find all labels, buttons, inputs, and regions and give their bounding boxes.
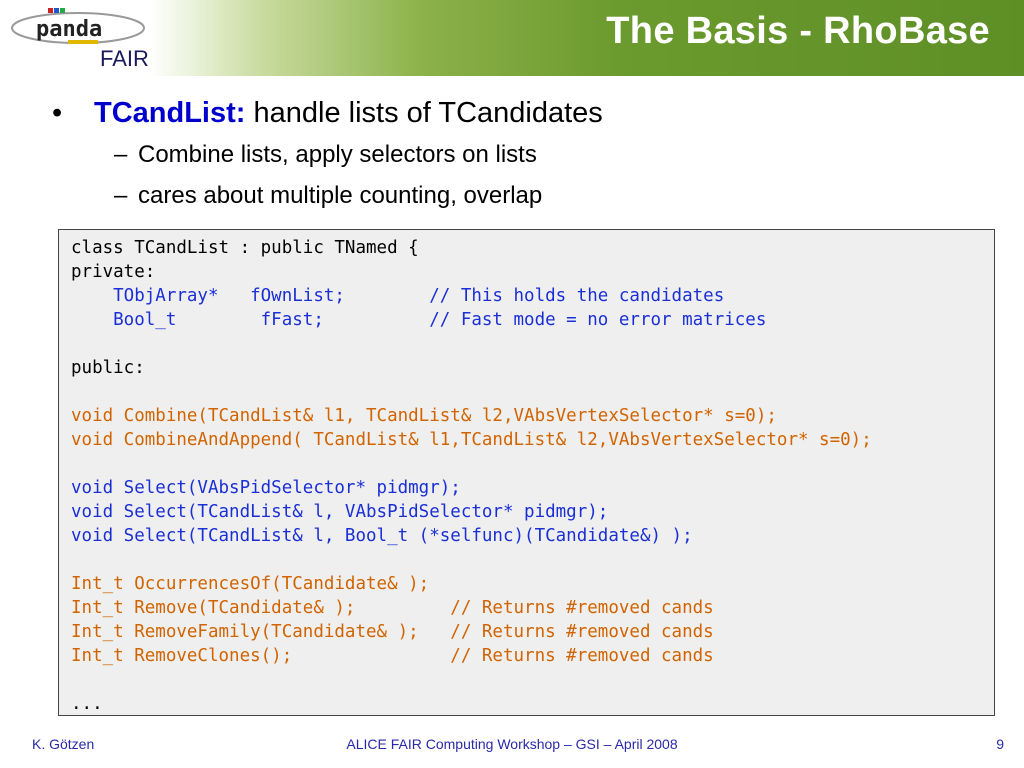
sub-bullet: – cares about multiple counting, overlap <box>52 175 992 216</box>
code-line: Bool_t fFast; // Fast mode = no error ma… <box>71 310 767 330</box>
sub-bullet-text: cares about multiple counting, overlap <box>138 182 543 209</box>
code-line <box>71 452 872 476</box>
code-line: void Select(TCandList& l, Bool_t (*selfu… <box>71 526 693 546</box>
code-line: void Combine(TCandList& l1, TCandList& l… <box>71 406 777 426</box>
footer-author: K. Götzen <box>32 736 95 752</box>
svg-text:panda: panda <box>36 17 102 42</box>
svg-text:FAIR: FAIR <box>100 46 149 71</box>
code-block: class TCandList : public TNamed { private… <box>58 229 995 716</box>
bullet-main-text: handle lists of TCandidates <box>245 97 603 129</box>
code-line: Int_t OccurrencesOf(TCandidate& ); <box>71 574 430 594</box>
bullet-list: • TCandList: handle lists of TCandidates… <box>52 92 992 216</box>
code-line <box>71 332 872 356</box>
panda-fair-logo: panda FAIR <box>11 8 149 71</box>
code-line: void Select(VAbsPidSelector* pidmgr); <box>71 478 461 498</box>
code-line <box>71 380 872 404</box>
code-line: Int_t RemoveFamily(TCandidate& ); // Ret… <box>71 622 714 642</box>
code-line: void Select(TCandList& l, VAbsPidSelecto… <box>71 502 609 522</box>
code-line: private: <box>71 262 156 282</box>
sub-bullet-text: Combine lists, apply selectors on lists <box>138 141 537 168</box>
sub-bullet-dash: – <box>114 141 128 168</box>
bullet-main: • TCandList: handle lists of TCandidates <box>52 92 992 134</box>
code-line <box>71 668 872 692</box>
sub-bullet-dash: – <box>114 182 128 209</box>
code-listing: class TCandList : public TNamed { private… <box>71 236 872 716</box>
code-line: Int_t Remove(TCandidate& ); // Returns #… <box>71 598 714 618</box>
bullet-colon: : <box>235 97 246 129</box>
sub-bullet: – Combine lists, apply selectors on list… <box>52 134 992 175</box>
code-line: Int_t RemoveClones(); // Returns #remove… <box>71 646 714 666</box>
header-bar: panda FAIR The Basis - RhoBase <box>0 0 1024 76</box>
code-line: class TCandList : public TNamed { <box>71 238 419 258</box>
slide-title: The Basis - RhoBase <box>606 10 990 52</box>
code-line <box>71 548 872 572</box>
bullet-keyword: TCandList <box>94 97 236 129</box>
code-line: public: <box>71 358 145 378</box>
code-line: ... <box>71 694 103 714</box>
code-line: TObjArray* fOwnList; // This holds the c… <box>71 286 725 306</box>
code-line: void CombineAndAppend( TCandList& l1,TCa… <box>71 430 872 450</box>
footer-event: ALICE FAIR Computing Workshop – GSI – Ap… <box>346 736 678 752</box>
footer-page-number: 9 <box>996 736 1004 752</box>
bullet-dot: • <box>52 97 63 129</box>
